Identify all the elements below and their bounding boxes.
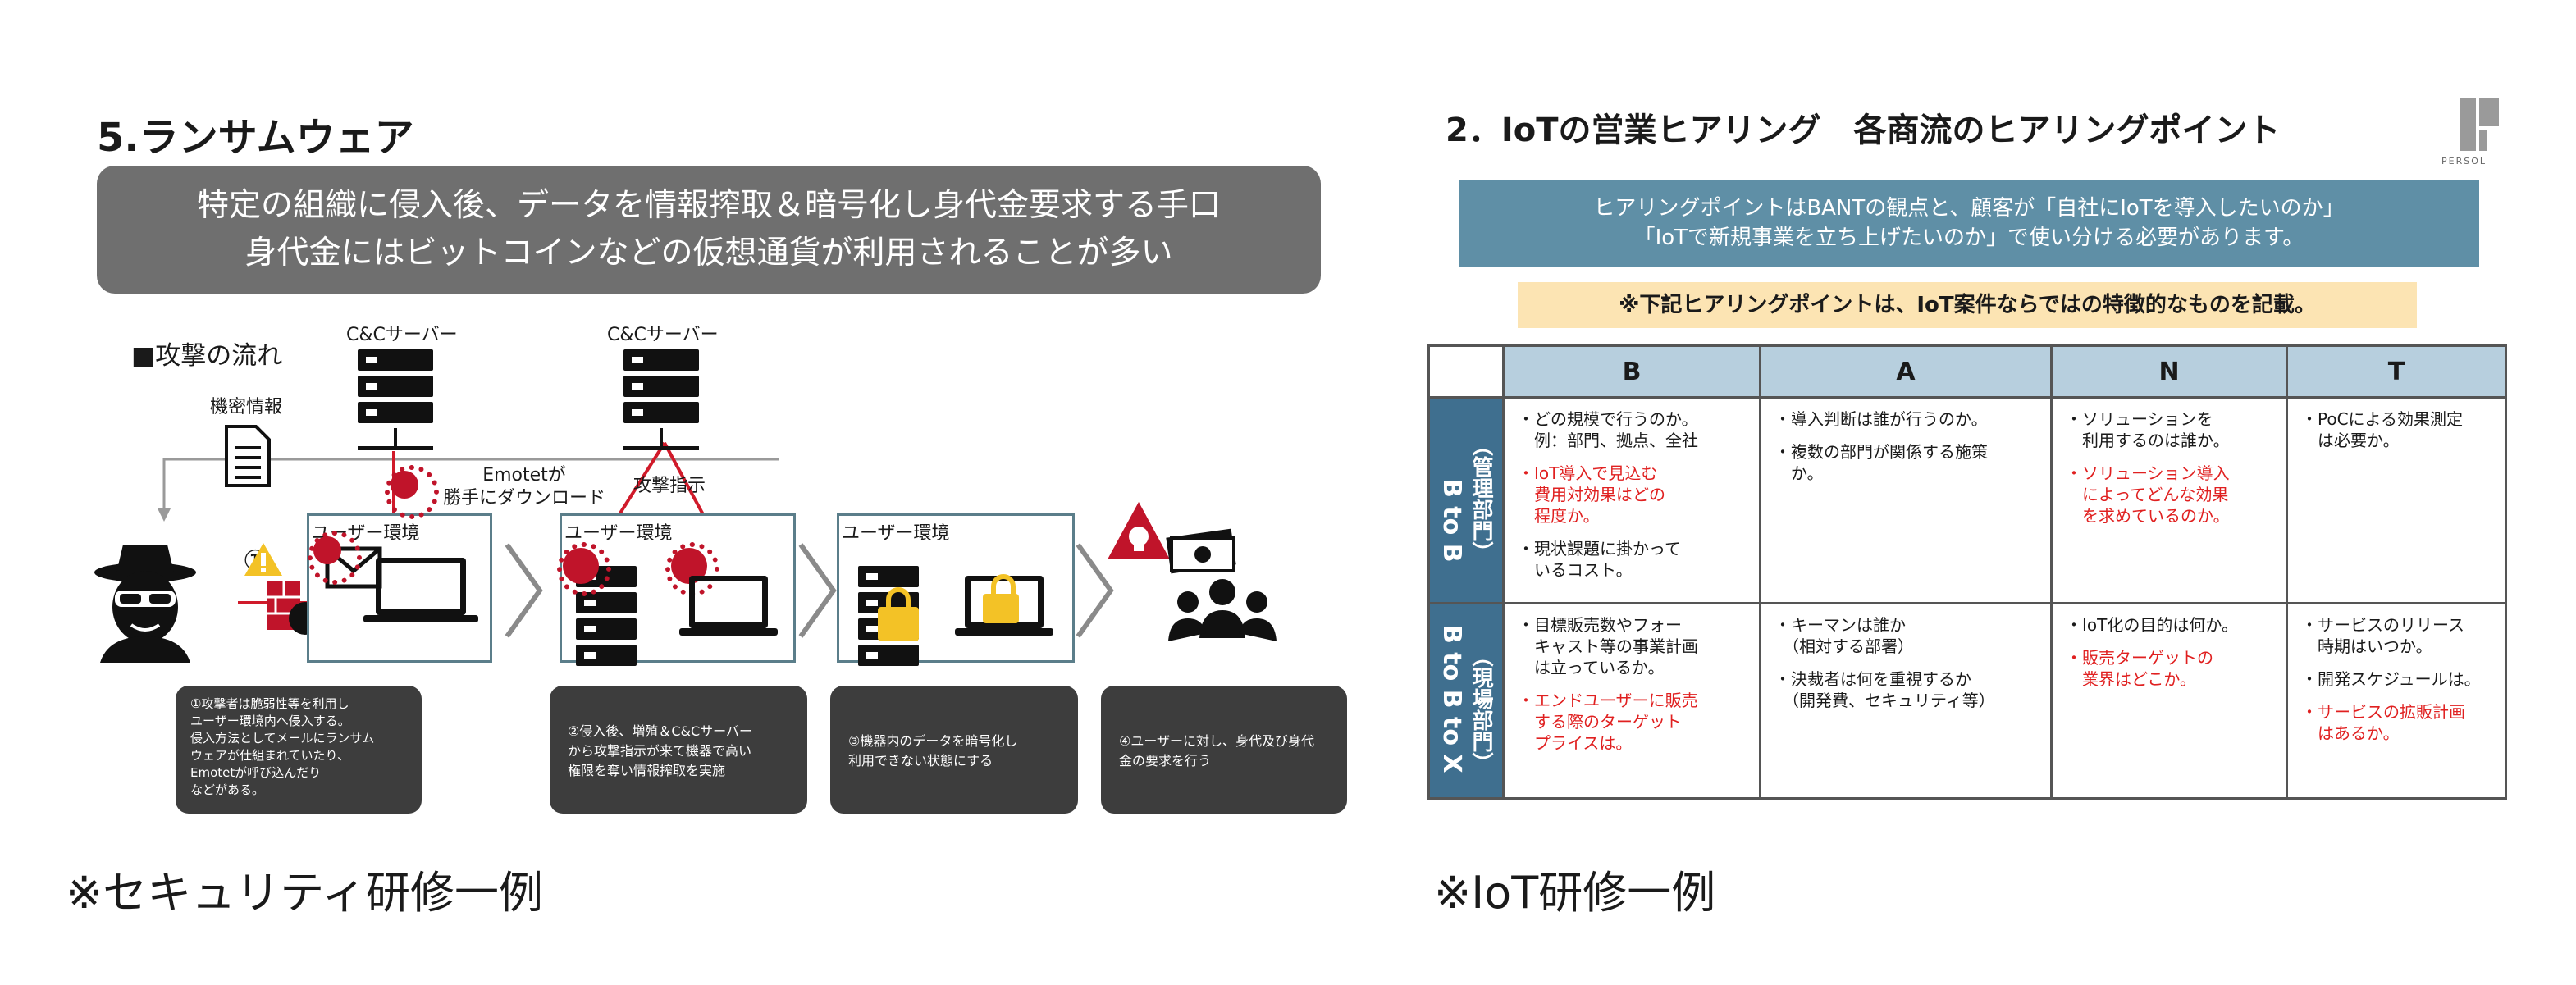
step-3-description: ③機器内のデータを暗号化し 利用できない状態にする xyxy=(830,686,1078,814)
step-chevron-icon xyxy=(1076,543,1114,638)
row-header-btob: B to B（管理部門） xyxy=(1427,396,1505,604)
persol-logo-icon xyxy=(2460,98,2499,151)
left-slide-title: 5.ランサムウェア xyxy=(97,115,414,161)
hearing-point: ・PoCによる効果測定 は必要か。 xyxy=(2301,409,2463,450)
attack-flow-label: ■攻撃の流れ xyxy=(131,341,283,371)
row-header-btobtox-sub: （現場部門） xyxy=(1468,645,1493,773)
cell-btobtox-a: ・キーマンは誰か （相対する部署） ・決裁者は何を重視するか （開発費、セキュリ… xyxy=(1759,602,2053,800)
step-2-description: ②侵入後、増殖＆C&Cサーバー から攻撃指示が来て機器で高い 権限を奪い情報搾取… xyxy=(550,686,807,814)
hearing-point: ・ソリューションを 利用するのは誰か。 xyxy=(2066,409,2230,450)
hearing-point: ・IoT化の目的は何か。 xyxy=(2066,615,2238,635)
table-header-row: B A N T xyxy=(1427,344,2507,399)
hearing-point: ・導入判断は誰が行うのか。 xyxy=(1774,409,1988,429)
lock-icon xyxy=(878,587,919,641)
column-header-a: A xyxy=(1759,344,2053,399)
cell-btob-a: ・導入判断は誰が行うのか。 ・複数の部門が関係する施策 か。 xyxy=(1759,396,2053,604)
cell-btobtox-t: ・サービスのリリース 時期はいつか。 ・開発スケジュールは。 ・サービスの拡販計… xyxy=(2286,602,2507,800)
hearing-note: ※下記ヒアリングポイントは、IoT案件ならではの特徴的なものを記載。 xyxy=(1518,282,2417,328)
cell-btobtox-n: ・IoT化の目的は何か。 ・販売ターゲットの 業界はどこか。 xyxy=(2050,602,2288,800)
hearing-point-highlight: ・販売ターゲットの 業界はどこか。 xyxy=(2066,648,2213,689)
cc-server-2-icon xyxy=(623,349,699,450)
hearing-point: ・決裁者は何を重視するか （開発費、セキュリティ等） xyxy=(1774,669,1995,710)
hacker-icon xyxy=(94,545,196,663)
row-header-btob-main: B to B xyxy=(1437,479,1466,563)
right-slide-title: 2．IoTの営業ヒアリング 各商流のヒアリングポイント xyxy=(1446,112,2281,149)
left-banner-line1: 特定の組織に侵入後、データを情報搾取＆暗号化し身代金要求する手口 xyxy=(196,187,1221,224)
hearing-point-highlight: ・ソリューション導入 によってどんな効果 を求めているのか。 xyxy=(2066,463,2230,526)
row-header-btobtox: B to B to X（現場部門） xyxy=(1427,602,1505,800)
cc-server-1-icon xyxy=(358,349,433,450)
hearing-point: ・キーマンは誰か （相対する部署） xyxy=(1774,615,1914,656)
column-header-t: T xyxy=(2286,344,2507,399)
hearing-point: ・どの規模で行うのか。 例：部門、拠点、全社 xyxy=(1518,409,1698,450)
persol-logo-text: PERSOL xyxy=(2441,156,2487,166)
hearing-point: ・開発スケジュールは。 xyxy=(2301,669,2481,689)
confidential-label: 機密情報 xyxy=(210,397,283,417)
emotet-download-label: Emotetが 勝手にダウンロード xyxy=(443,465,606,508)
column-header-b: B xyxy=(1502,344,1761,399)
step-1-description: ①攻撃者は脆弱性等を利用し ユーザー環境内へ侵入する。 侵入方法としてメールにラ… xyxy=(176,686,422,814)
hearing-point: ・複数の部門が関係する施策 か。 xyxy=(1774,442,1988,483)
table-row: B to B（管理部門） ・どの規模で行うのか。 例：部門、拠点、全社 ・IoT… xyxy=(1427,396,2507,604)
hearing-point: ・目標販売数やフォー キャスト等の事業計画 は立っているか。 xyxy=(1518,615,1698,677)
laptop-icon xyxy=(363,558,478,622)
user-environment-2-label: ユーザー環境 xyxy=(564,523,673,544)
hearing-points-table: B A N T B to B（管理部門） ・どの規模で行うのか。 例：部門、拠点… xyxy=(1427,344,2507,800)
virus-icon xyxy=(385,465,439,519)
column-header-n: N xyxy=(2050,344,2288,399)
step-chevron-icon xyxy=(798,543,837,638)
laptop-icon xyxy=(679,576,778,636)
virus-icon xyxy=(308,531,362,585)
step-4-description: ④ユーザーに対し、身代及び身代 金の要求を行う xyxy=(1101,686,1347,814)
left-banner-line2: 身代金にはビットコインなどの仮想通貨が利用されることが多い xyxy=(244,235,1173,271)
users-icon xyxy=(1168,579,1277,641)
cc-server-2-label: C&Cサーバー xyxy=(607,325,719,345)
right-summary-banner: ヒアリングポイントはBANTの観点と、顧客が「自社にIoTを導入したいのか」 「… xyxy=(1459,180,2479,267)
table-row: B to B to X（現場部門） ・目標販売数やフォー キャスト等の事業計画 … xyxy=(1427,602,2507,800)
cell-btobtox-b: ・目標販売数やフォー キャスト等の事業計画 は立っているか。 ・エンドユーザーに… xyxy=(1502,602,1761,800)
cc-server-1-label: C&Cサーバー xyxy=(346,325,458,345)
warning-icon xyxy=(244,543,282,576)
left-summary-banner: 特定の組織に侵入後、データを情報搾取＆暗号化し身代金要求する手口 身代金にはビッ… xyxy=(97,166,1321,294)
hearing-point-highlight: ・エンドユーザーに販売 する際のターゲット プライスは。 xyxy=(1518,691,1698,753)
hearing-point-highlight: ・IoT導入で見込む 費用対効果はどの 程度か。 xyxy=(1518,463,1665,526)
step-chevron-icon xyxy=(505,543,543,638)
cell-btob-n: ・ソリューションを 利用するのは誰か。 ・ソリューション導入 によってどんな効果… xyxy=(2050,396,2288,604)
document-icon xyxy=(225,425,271,487)
hearing-point: ・現状課題に掛かって いるコスト。 xyxy=(1518,539,1681,580)
row-header-btobtox-main: B to B to X xyxy=(1437,625,1466,773)
cell-btob-b: ・どの規模で行うのか。 例：部門、拠点、全社 ・IoT導入で見込む 費用対効果は… xyxy=(1502,396,1761,604)
lock-icon xyxy=(983,574,1019,623)
skull-alert-icon xyxy=(1108,502,1170,559)
right-banner-line1: ヒアリングポイントはBANTの観点と、顧客が「自社にIoTを導入したいのか」 xyxy=(1593,196,2345,221)
table-corner-cell xyxy=(1427,344,1505,399)
hearing-point: ・サービスのリリース 時期はいつか。 xyxy=(2301,615,2464,656)
cell-btob-t: ・PoCによる効果測定 は必要か。 xyxy=(2286,396,2507,604)
hearing-point-highlight: ・サービスの拡販計画 はあるか。 xyxy=(2301,702,2465,743)
right-caption: ※IoT研修一例 xyxy=(1434,867,1716,919)
virus-icon xyxy=(557,542,611,596)
row-header-btob-sub: （管理部門） xyxy=(1468,435,1493,563)
user-environment-3-label: ユーザー環境 xyxy=(842,523,950,544)
money-icon xyxy=(1166,528,1236,574)
attack-instruction-label: 攻撃指示 xyxy=(633,476,706,496)
left-caption: ※セキュリティ研修一例 xyxy=(66,867,544,919)
right-banner-line2: 「IoTで新規事業を立ち上げたいのか」で使い分ける必要があります。 xyxy=(1633,226,2304,250)
